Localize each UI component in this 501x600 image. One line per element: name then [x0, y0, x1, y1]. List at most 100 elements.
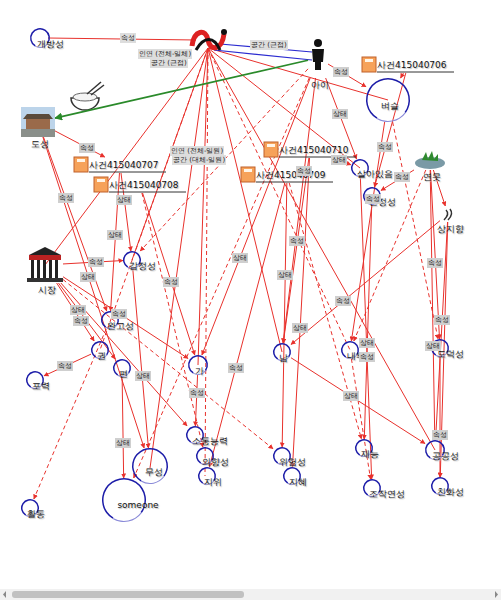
edge-label: 속성	[432, 430, 448, 440]
snake-icon	[192, 29, 227, 50]
concept-circle: 남	[273, 343, 291, 361]
relation-connector	[142, 193, 203, 447]
concept-circle: 친화성	[431, 477, 449, 495]
palace-wall	[26, 119, 50, 129]
node-label: 조작연성	[369, 488, 405, 501]
edge-label: 속성	[359, 352, 375, 362]
node-label: someone	[117, 500, 158, 510]
pond-plants	[422, 151, 438, 161]
circle-outline	[102, 478, 146, 519]
relation-line	[205, 48, 208, 476]
circle-outline	[132, 448, 168, 481]
market-stall	[49, 260, 52, 278]
event-underline	[377, 72, 454, 73]
node-label: 벼슬	[381, 100, 399, 113]
relation-connector	[209, 183, 284, 467]
edge-label: 속성	[57, 361, 73, 371]
edge-label: 상태	[70, 305, 86, 315]
node-label: 연못	[423, 171, 441, 184]
palace-roof	[23, 114, 53, 119]
relation-line	[150, 48, 208, 468]
circle-outline	[377, 112, 406, 122]
person-head	[314, 39, 322, 47]
relation-connector	[122, 377, 124, 478]
event-node: 사건415040709	[241, 167, 333, 183]
concept-circle: someone	[102, 478, 146, 522]
edge-label: 상태	[292, 323, 308, 333]
relation-connector	[55, 131, 105, 157]
node-label: 소통능력	[192, 435, 228, 448]
scroll-thumb	[12, 591, 244, 598]
scroll-arrow	[495, 591, 498, 598]
edge-label: 상태	[277, 270, 293, 280]
relation-connector	[58, 283, 115, 359]
relation-label: 속성	[120, 33, 136, 43]
edge-label: 상태	[115, 438, 131, 448]
node-label: 남	[279, 352, 288, 365]
concept-circle: 감정성	[123, 251, 141, 269]
node-label: 사건415040709	[256, 169, 326, 182]
event-icon	[264, 142, 278, 157]
event-underline	[89, 172, 166, 173]
concept-circle: 포력	[26, 371, 44, 389]
event-icon	[74, 157, 88, 172]
relation-connector	[364, 205, 371, 439]
edge-label: 속성	[333, 67, 349, 77]
edge-label: 속성	[73, 316, 89, 326]
concept-circle: 편	[113, 359, 131, 377]
palace-sky	[21, 107, 55, 137]
node-label: 지위	[204, 476, 222, 489]
node-shape	[21, 107, 55, 137]
relation-connector	[202, 78, 310, 355]
node-label: 도성	[31, 138, 49, 151]
node-label: 무성	[145, 466, 163, 479]
node-label: 개방성	[37, 38, 64, 51]
concept-circle: 권	[91, 341, 109, 359]
concept-circle: 무성	[132, 448, 168, 484]
circle-outline	[113, 512, 142, 522]
relation-connector	[34, 329, 106, 499]
edge-label: 상태	[359, 338, 375, 348]
edge-label: 속성	[228, 363, 244, 373]
market-roof	[29, 247, 61, 255]
concept-circle: 위험성	[273, 447, 291, 465]
relation-connector	[133, 269, 149, 448]
node-label: 사건415040707	[89, 159, 159, 172]
edge-label: 속성	[289, 236, 305, 246]
node-label: 공공성	[432, 450, 459, 463]
palace-base	[21, 129, 55, 137]
relation-connector	[140, 69, 308, 251]
node-label: 도덕성	[437, 348, 464, 361]
event-icon	[244, 169, 252, 172]
edge-label: 속성	[434, 315, 450, 325]
rice-bowl-icon	[71, 82, 104, 110]
scroll-arrow	[3, 591, 6, 598]
edge-group	[34, 60, 448, 499]
event-underline	[256, 182, 333, 183]
relation-connector	[134, 78, 310, 478]
scrollbar	[0, 589, 501, 600]
edge-label: 속성	[427, 258, 443, 268]
concept-circle: 공공성	[425, 440, 445, 460]
market-awning	[29, 255, 61, 260]
node-label: 상지향	[437, 223, 464, 236]
edge-label: 상태	[332, 109, 348, 119]
relation-connector	[283, 78, 315, 343]
relation-connector	[291, 358, 425, 444]
event-node: 사건415040706	[362, 57, 454, 73]
circle-outline	[366, 78, 410, 119]
relation-connector	[44, 354, 91, 376]
edge-label: 속성	[189, 388, 205, 398]
node-shape	[27, 247, 63, 283]
concept-circle: 의향성	[196, 447, 214, 465]
node-label: 활동	[27, 508, 45, 521]
person-body	[312, 49, 324, 70]
node-label: 사건415040706	[377, 59, 447, 72]
relation-line	[100, 48, 208, 350]
edge-label: 상태	[343, 391, 359, 401]
node-label: 권	[97, 350, 106, 363]
node-shape	[440, 206, 456, 222]
node-label: 지혜	[289, 476, 307, 489]
chopstick	[91, 85, 104, 95]
snake-head	[221, 29, 227, 35]
